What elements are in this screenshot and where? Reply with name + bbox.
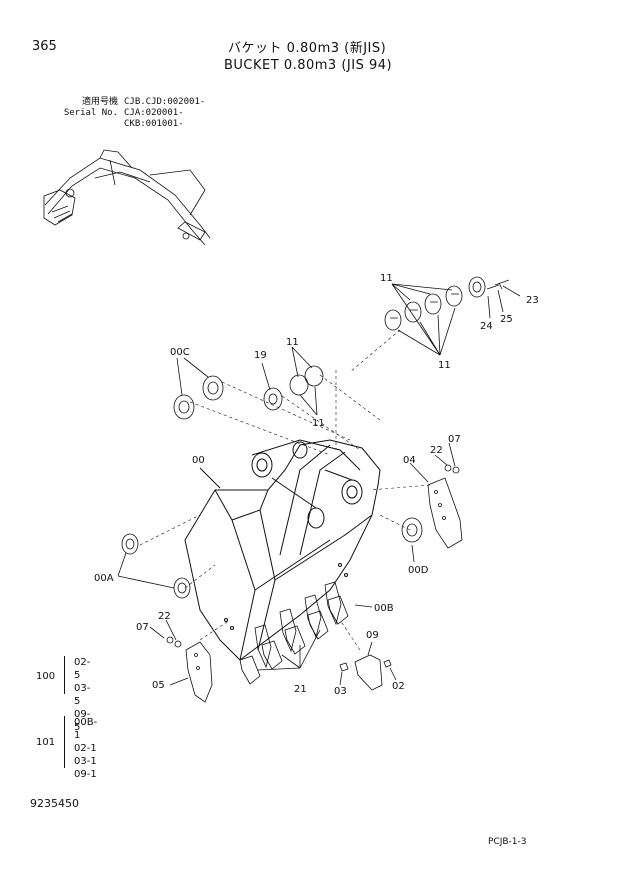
kit-item: 09-1 xyxy=(74,769,97,780)
serial-line: CJA:020001- xyxy=(124,108,184,118)
kit-bracket xyxy=(64,656,65,694)
callout-02: 02 xyxy=(392,681,405,692)
assembly-guide-lines xyxy=(139,329,431,651)
callout-00D: 00D xyxy=(408,565,429,576)
kit-number: 101 xyxy=(36,737,56,748)
kit-item: 03-5 xyxy=(74,683,91,707)
serial-label-jp: 適用号機 xyxy=(81,97,118,107)
shim-stack-11 xyxy=(384,276,521,356)
callout-05: 05 xyxy=(152,680,165,691)
kit-item: 03-1 xyxy=(74,756,97,767)
callout-00B: 00B xyxy=(374,603,394,614)
callout-00A: 00A xyxy=(94,573,114,584)
bushing-00A xyxy=(117,533,191,599)
callout-11: 11 xyxy=(438,360,451,371)
excavator-arm-locator-image xyxy=(43,149,211,246)
kit-item: 02-1 xyxy=(74,743,97,754)
kit-number: 100 xyxy=(36,671,56,682)
title-japanese: バケット 0.80m3 (新JIS) xyxy=(228,41,387,56)
callout-24: 24 xyxy=(480,321,493,332)
callout-09: 09 xyxy=(366,630,379,641)
page-reference: PCJB-1-3 xyxy=(488,837,527,847)
kit-bracket xyxy=(64,716,65,768)
callout-04: 04 xyxy=(403,455,416,466)
serial-label-en: Serial No. xyxy=(63,108,118,118)
kit-item: 09-5 xyxy=(74,709,91,733)
drawing-id: 9235450 xyxy=(30,797,79,810)
side-cutter-05 xyxy=(149,619,213,703)
callout-07: 07 xyxy=(448,434,461,445)
callout-11: 11 xyxy=(312,418,325,429)
page-number: 365 xyxy=(32,39,57,54)
callout-00: 00 xyxy=(192,455,205,466)
title-english: BUCKET 0.80m3 (JIS 94) xyxy=(224,58,393,73)
kit-item: 02-5 xyxy=(74,657,91,681)
serial-line: CJB.CJD:002001- xyxy=(124,97,206,107)
callout-11: 11 xyxy=(286,337,299,348)
callout-03: 03 xyxy=(334,686,347,697)
shim-pair-11 xyxy=(289,346,324,416)
side-cutter-04 xyxy=(409,442,463,549)
callout-labels: 11 23 24 25 11 00C 19 11 11 00 22 07 04 … xyxy=(94,273,539,697)
bushing-00C xyxy=(173,357,224,420)
callout-19: 19 xyxy=(254,350,267,361)
callout-21: 21 xyxy=(294,684,307,695)
tooth-assembly-09 xyxy=(339,641,397,691)
bucket-body-00 xyxy=(184,439,381,661)
callout-22: 22 xyxy=(430,445,443,456)
callout-11: 11 xyxy=(380,273,393,284)
bushing-00D xyxy=(401,517,423,563)
kit-item: 00B-1 xyxy=(74,717,98,741)
callout-23: 23 xyxy=(526,295,539,306)
callout-25: 25 xyxy=(500,314,513,325)
callout-07: 07 xyxy=(136,622,149,633)
serial-number-block: 適用号機 CJB.CJD:002001- Serial No. CJA:020001… xyxy=(34,97,205,130)
bucket-teeth-21 xyxy=(239,581,373,685)
callout-22: 22 xyxy=(158,611,171,622)
washer-19 xyxy=(261,362,283,411)
serial-line: CKB:001001- xyxy=(124,119,184,129)
callout-00C: 00C xyxy=(170,347,190,358)
